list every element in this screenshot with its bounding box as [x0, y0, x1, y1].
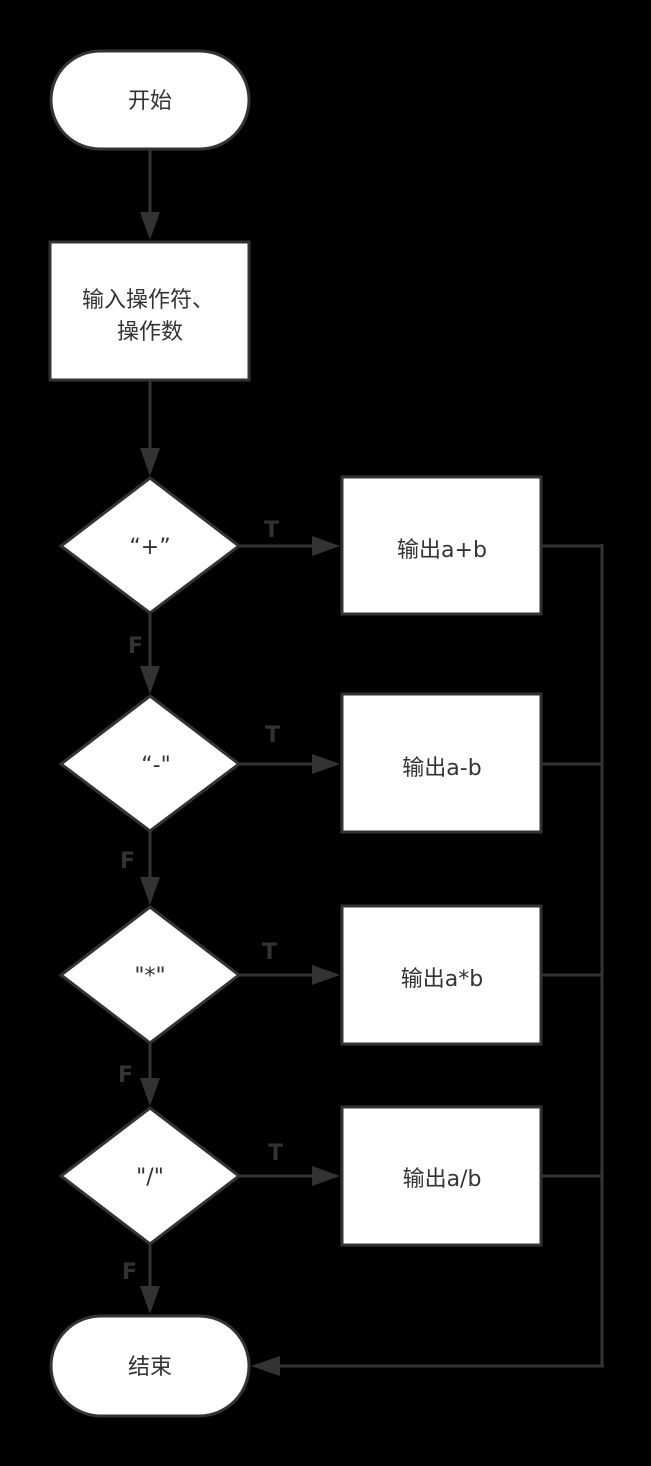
start-node: 开始	[49, 49, 251, 151]
arrowhead-multiply-output	[312, 965, 340, 985]
decision-plus: “+”	[58, 476, 242, 615]
decision-minus: “-"	[58, 694, 242, 833]
output-multiply: 输出a*b	[340, 904, 543, 1046]
decision-plus-label: “+”	[129, 535, 170, 560]
output-minus: 输出a-b	[340, 692, 543, 834]
arrowhead-input-plus	[140, 448, 160, 476]
label-false-divide: F	[122, 1260, 137, 1285]
arrowhead-divide-output	[312, 1166, 340, 1186]
label-true-plus: T	[264, 518, 279, 543]
arrowhead-plus-minus	[140, 666, 160, 694]
arrowhead-divide-end	[140, 1286, 160, 1314]
label-true-minus: T	[265, 723, 280, 748]
label-true-multiply: T	[262, 940, 277, 965]
output-plus: 输出a+b	[340, 475, 543, 616]
arrowhead-start-input	[140, 212, 160, 240]
decision-minus-label: “-"	[141, 753, 170, 778]
decision-multiply: "*"	[58, 905, 242, 1045]
arrowhead-plus-output	[312, 536, 340, 556]
label-false-minus: F	[120, 849, 135, 874]
input-node: 输入操作符、 操作数	[48, 240, 251, 382]
label-true-divide: T	[268, 1141, 283, 1166]
arrowhead-multiply-divide	[140, 1078, 160, 1106]
arrowhead-minus-output	[312, 754, 340, 774]
decision-multiply-label: "*"	[134, 964, 165, 989]
decision-divide-label: "/"	[136, 1165, 164, 1190]
output-multiply-label: 输出a*b	[401, 967, 483, 992]
decision-divide: "/"	[58, 1106, 242, 1246]
output-divide-label: 输出a/b	[403, 1167, 482, 1192]
output-minus-label: 输出a-b	[402, 756, 481, 781]
input-node-label-line1: 输入操作符、	[82, 288, 214, 313]
output-divide: 输出a/b	[340, 1105, 543, 1247]
input-node-label-line2: 操作数	[117, 320, 183, 345]
label-false-plus: F	[128, 634, 143, 659]
start-node-label: 开始	[128, 89, 172, 114]
arrowhead-bus-end	[251, 1356, 280, 1376]
label-false-multiply: F	[118, 1063, 133, 1088]
arrowhead-minus-multiply	[140, 877, 160, 905]
end-node: 结束	[49, 1314, 251, 1418]
output-plus-label: 输出a+b	[397, 538, 487, 563]
end-node-label: 结束	[128, 1355, 172, 1380]
